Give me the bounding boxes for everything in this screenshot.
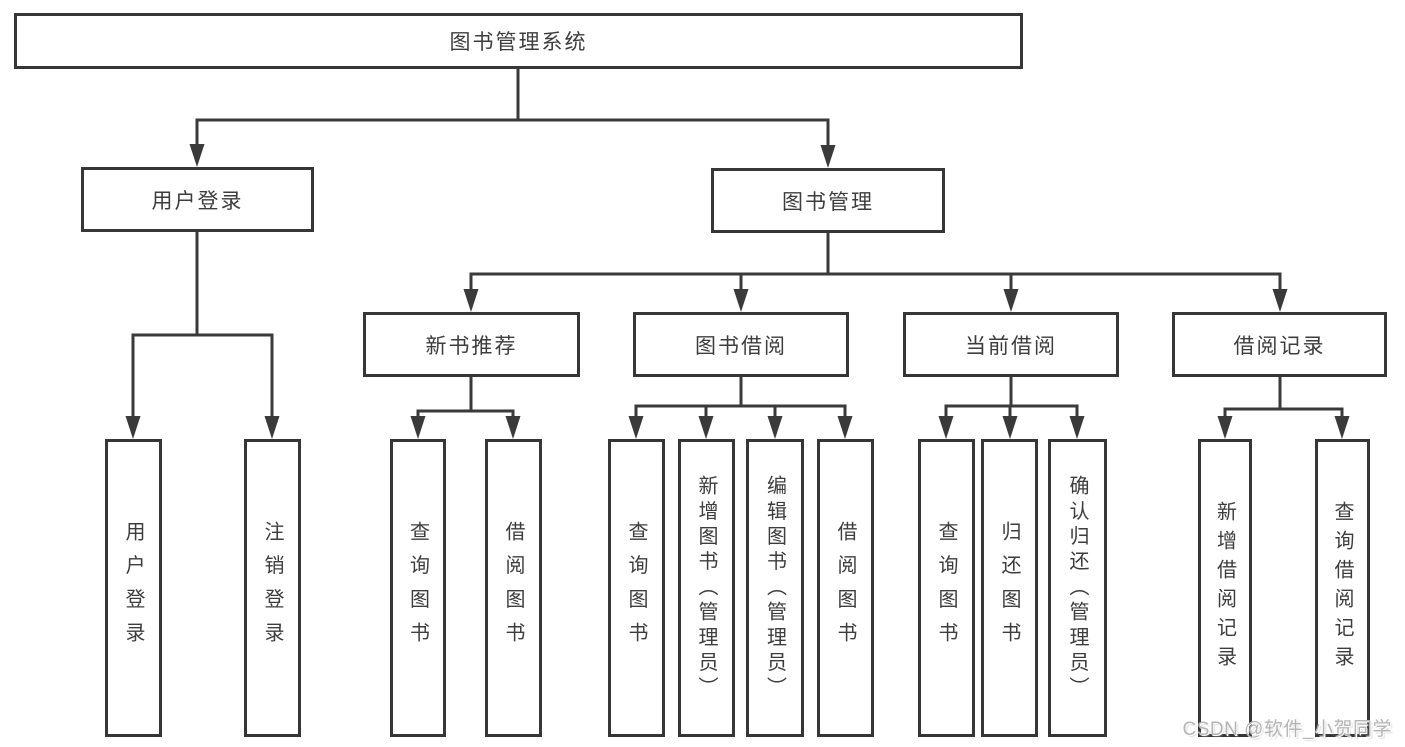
node-borrowing-records: 借阅记录 [1172,312,1387,377]
node-user-login: 用户登录 [81,167,314,232]
arrowheads [125,144,1350,439]
node-label: 查询借阅记录 [1331,501,1353,675]
node-label: 注销登录 [261,520,283,656]
node-label: 图书管理 [782,190,874,214]
leaf-user-login: 用户登录 [105,439,162,737]
leaf-edit-books-admin: 编辑图书（管理员） [746,439,804,737]
node-label: 图书管理系统 [449,31,588,54]
node-book-management: 图书管理 [711,168,945,233]
leaf-add-borrow-record: 新增借阅记录 [1198,439,1252,737]
leaf-query-books: 查询图书 [918,439,975,737]
node-label: 用户登录 [122,520,144,656]
leaf-borrow-books: 借阅图书 [485,439,542,737]
leaf-logout: 注销登录 [244,439,301,737]
node-new-book-recommendation: 新书推荐 [363,312,580,377]
node-book-borrowing: 图书借阅 [633,312,849,377]
leaf-query-borrow-record: 查询借阅记录 [1315,439,1370,737]
leaf-query-books: 查询图书 [608,439,665,737]
node-label: 借阅图书 [502,520,524,656]
leaf-borrow-books: 借阅图书 [817,439,874,737]
node-label: 用户登录 [151,189,244,213]
node-label: 当前借阅 [965,334,1057,358]
node-label: 图书借阅 [695,334,787,358]
leaf-query-books: 查询图书 [390,439,446,737]
node-label: 新增借阅记录 [1213,501,1236,675]
node-label: 新书推荐 [425,334,518,358]
node-label: 查询图书 [625,520,647,656]
node-label: 编辑图书（管理员） [763,474,786,702]
node-label: 查询图书 [406,520,429,656]
node-label: 归还图书 [998,520,1020,656]
node-current-borrowing: 当前借阅 [903,312,1119,377]
node-library-management-system: 图书管理系统 [14,13,1023,69]
node-label: 确认归还（管理员） [1066,474,1088,702]
node-label: 新增图书（管理员） [695,474,717,702]
node-label: 查询图书 [935,520,957,656]
leaf-confirm-return-admin: 确认归还（管理员） [1048,439,1107,737]
node-label: 借阅记录 [1233,334,1326,358]
leaf-add-books-admin: 新增图书（管理员） [678,439,735,737]
leaf-return-books: 归还图书 [981,439,1038,737]
node-label: 借阅图书 [834,520,856,656]
